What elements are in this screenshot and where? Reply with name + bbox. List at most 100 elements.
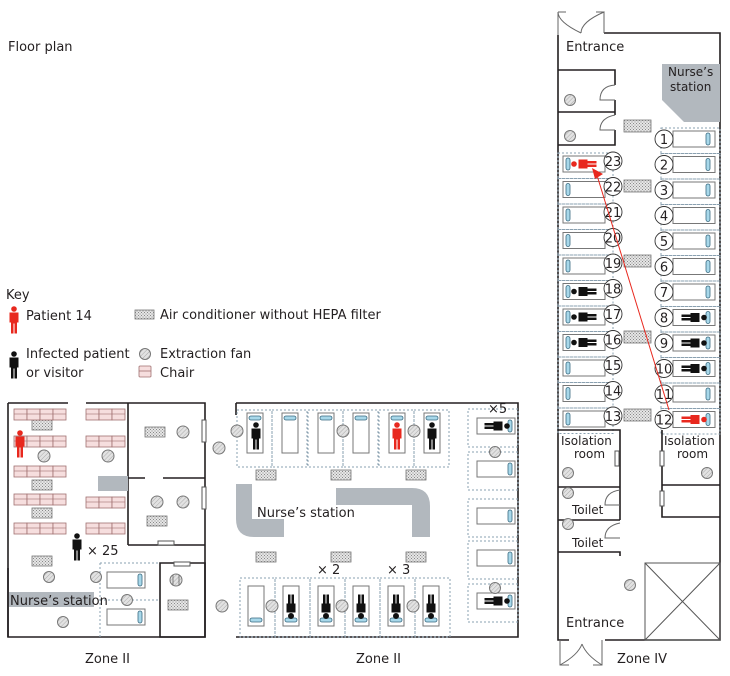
zone-label-mid: Zone II xyxy=(356,652,401,667)
entrance-top-label: Entrance xyxy=(566,40,624,55)
bed-number: 13 xyxy=(605,410,622,425)
bed-number-circle xyxy=(603,177,623,196)
bed-number: 12 xyxy=(656,414,673,429)
legend-label-chair: Chair xyxy=(160,366,195,381)
bed-number-circle xyxy=(654,231,674,251)
cubicle xyxy=(467,498,519,538)
chair xyxy=(98,496,113,509)
legend-label-infected-2: or visitor xyxy=(26,366,84,381)
pillow xyxy=(705,387,711,401)
nurse-station-right-l2: station xyxy=(670,80,711,94)
bed-number: 10 xyxy=(656,363,673,378)
isolation-room-left-l2: room xyxy=(574,447,605,461)
bed-number: 1 xyxy=(660,133,668,148)
pillow xyxy=(705,285,711,299)
chair xyxy=(85,408,100,421)
bed xyxy=(352,412,370,454)
chair xyxy=(13,522,28,535)
pillow xyxy=(507,462,513,476)
bed-number: 23 xyxy=(605,155,622,170)
cubicle xyxy=(557,178,614,205)
chair xyxy=(39,408,54,421)
nurse-station-right xyxy=(662,64,720,122)
pillow xyxy=(507,509,513,523)
cubicle xyxy=(557,331,614,358)
cubicle xyxy=(557,203,614,230)
pillow xyxy=(565,361,571,375)
zone-label-right: Zone IV xyxy=(617,652,667,667)
extraction-fan xyxy=(406,599,420,613)
pillow xyxy=(565,183,571,196)
pillow xyxy=(565,387,571,400)
bed-number: 8 xyxy=(660,312,668,327)
bed-number: 17 xyxy=(605,308,622,323)
zone-mid: Nurse’s station ×5 × 2 × 3 Zone II xyxy=(230,402,519,667)
page-title: Floor plan xyxy=(8,40,73,55)
transmission-path xyxy=(595,171,670,411)
pillow xyxy=(565,157,571,171)
chair xyxy=(85,496,100,509)
cubicle xyxy=(557,356,614,383)
bed-number: 3 xyxy=(660,184,668,199)
patient14-left xyxy=(15,430,25,458)
lift-shaft xyxy=(644,562,721,641)
pillow xyxy=(705,260,711,273)
bed-number-circle xyxy=(603,355,623,375)
legend-label-patient14: Patient 14 xyxy=(26,309,92,324)
bed-number: 2 xyxy=(660,159,668,174)
cubicle xyxy=(467,540,519,580)
pillow xyxy=(565,310,571,324)
pillow xyxy=(248,415,262,421)
bed-number: 15 xyxy=(605,359,622,374)
pillow xyxy=(565,285,571,298)
toilet-label-1: Toilet xyxy=(571,503,604,517)
bed-number: 20 xyxy=(605,232,622,247)
bed-number: 21 xyxy=(605,206,622,221)
chair xyxy=(13,408,28,421)
bed-number-circle xyxy=(603,304,623,324)
chair xyxy=(85,522,100,535)
chair xyxy=(52,522,67,535)
extraction-fan-icon xyxy=(139,348,151,360)
chair xyxy=(26,493,41,506)
bed-number-circle xyxy=(654,155,674,174)
zone-left: Nurse’s station × 25 Zone II xyxy=(7,402,229,667)
extraction-fan xyxy=(489,446,501,458)
bed-number: 7 xyxy=(660,286,668,301)
bed xyxy=(317,412,335,454)
nurse-station-mid-label: Nurse’s station xyxy=(257,506,355,521)
pillow xyxy=(705,132,711,146)
chair xyxy=(26,465,41,478)
bed-number: 22 xyxy=(605,181,622,196)
bed-number-circle xyxy=(603,279,623,298)
bed-number: 9 xyxy=(660,337,668,352)
pillow xyxy=(283,415,297,421)
extraction-fan xyxy=(336,424,350,438)
legend-heading: Key xyxy=(6,288,30,303)
extraction-fan xyxy=(265,599,279,613)
air-conditioner-icon xyxy=(134,309,155,320)
bed xyxy=(476,549,516,567)
cubicle xyxy=(413,409,450,468)
chair xyxy=(52,465,67,478)
bed-number-circle xyxy=(603,253,623,273)
bed-number-circle xyxy=(654,206,674,225)
bed-number-circle xyxy=(654,410,674,429)
cubicle xyxy=(271,409,308,468)
bed-number-circle xyxy=(603,330,623,349)
chair xyxy=(39,465,54,478)
bed-number-circle xyxy=(654,282,674,302)
pillow xyxy=(565,336,571,349)
extraction-fan xyxy=(230,424,244,438)
cubicle xyxy=(414,577,451,638)
pillow xyxy=(425,415,439,421)
bed-number-circle xyxy=(603,381,623,400)
cubicle xyxy=(307,409,344,468)
infected-person-left xyxy=(72,533,82,561)
bed xyxy=(281,412,299,454)
chair xyxy=(98,522,113,535)
toilet-label-2: Toilet xyxy=(571,536,604,550)
cubicle xyxy=(557,382,614,409)
cubicle xyxy=(342,409,379,468)
